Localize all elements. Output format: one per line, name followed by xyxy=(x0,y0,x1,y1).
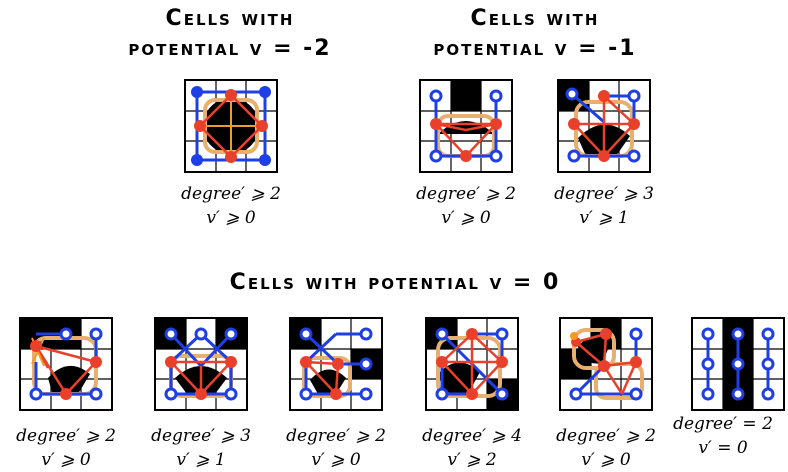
cell-caption-c2: degree′ ⩾ 3 v′ ⩾ 1 xyxy=(136,424,266,472)
cell-diagram-b1 xyxy=(419,79,513,173)
degree-label: degree′ ⩾ 2 xyxy=(556,426,656,446)
cell-diagram-c4 xyxy=(425,317,519,411)
cell-diagram-b2 xyxy=(557,79,651,173)
potential-label: v′ ⩾ 0 xyxy=(441,208,491,228)
heading-potential-minus-2: Cells with potential v = -2 xyxy=(80,4,380,64)
cell-caption-a1: degree′ ⩾ 2 v′ ⩾ 0 xyxy=(166,182,296,230)
cell-caption-b1: degree′ ⩾ 2 v′ ⩾ 0 xyxy=(401,182,531,230)
potential-label: v′ ⩾ 1 xyxy=(176,450,226,470)
heading-potential-0: Cells with potential v = 0 xyxy=(150,268,640,298)
degree-label: degree′ = 2 xyxy=(673,414,773,434)
degree-label: degree′ ⩾ 4 xyxy=(422,426,522,446)
cell-caption-c6: degree′ = 2 v′ = 0 xyxy=(658,412,788,460)
degree-label: degree′ ⩾ 2 xyxy=(286,426,386,446)
potential-label: v′ ⩾ 1 xyxy=(579,208,629,228)
cell-caption-c3: degree′ ⩾ 2 v′ ⩾ 0 xyxy=(271,424,401,472)
heading-line-1: Cells with potential v = 0 xyxy=(229,270,561,295)
cell-diagram-c2 xyxy=(154,317,248,411)
cell-caption-b2: degree′ ⩾ 3 v′ ⩾ 1 xyxy=(539,182,669,230)
degree-label: degree′ ⩾ 2 xyxy=(416,184,516,204)
cell-diagram-a1 xyxy=(184,79,278,173)
heading-line-1: Cells with xyxy=(470,6,600,31)
cell-diagram-c5 xyxy=(559,317,653,411)
cell-caption-c5: degree′ ⩾ 2 v′ ⩾ 0 xyxy=(541,424,671,472)
cell-diagram-c1 xyxy=(19,317,113,411)
potential-label: v′ ⩾ 0 xyxy=(581,450,631,470)
degree-label: degree′ ⩾ 3 xyxy=(151,426,251,446)
degree-label: degree′ ⩾ 3 xyxy=(554,184,654,204)
cell-diagram-c6 xyxy=(691,317,785,411)
potential-label: v′ = 0 xyxy=(698,438,748,458)
potential-label: v′ ⩾ 0 xyxy=(311,450,361,470)
heading-potential-minus-1: Cells with potential v = -1 xyxy=(385,4,685,64)
degree-label: degree′ ⩾ 2 xyxy=(181,184,281,204)
potential-label: v′ ⩾ 0 xyxy=(206,208,256,228)
heading-line-2: potential v = -1 xyxy=(433,36,637,61)
heading-line-1: Cells with xyxy=(165,6,295,31)
cell-caption-c1: degree′ ⩾ 2 v′ ⩾ 0 xyxy=(1,424,131,472)
cell-diagram-c3 xyxy=(289,317,383,411)
cell-caption-c4: degree′ ⩾ 4 v′ ⩾ 2 xyxy=(407,424,537,472)
heading-line-2: potential v = -2 xyxy=(128,36,332,61)
potential-label: v′ ⩾ 2 xyxy=(447,450,497,470)
degree-label: degree′ ⩾ 2 xyxy=(16,426,116,446)
potential-label: v′ ⩾ 0 xyxy=(41,450,91,470)
